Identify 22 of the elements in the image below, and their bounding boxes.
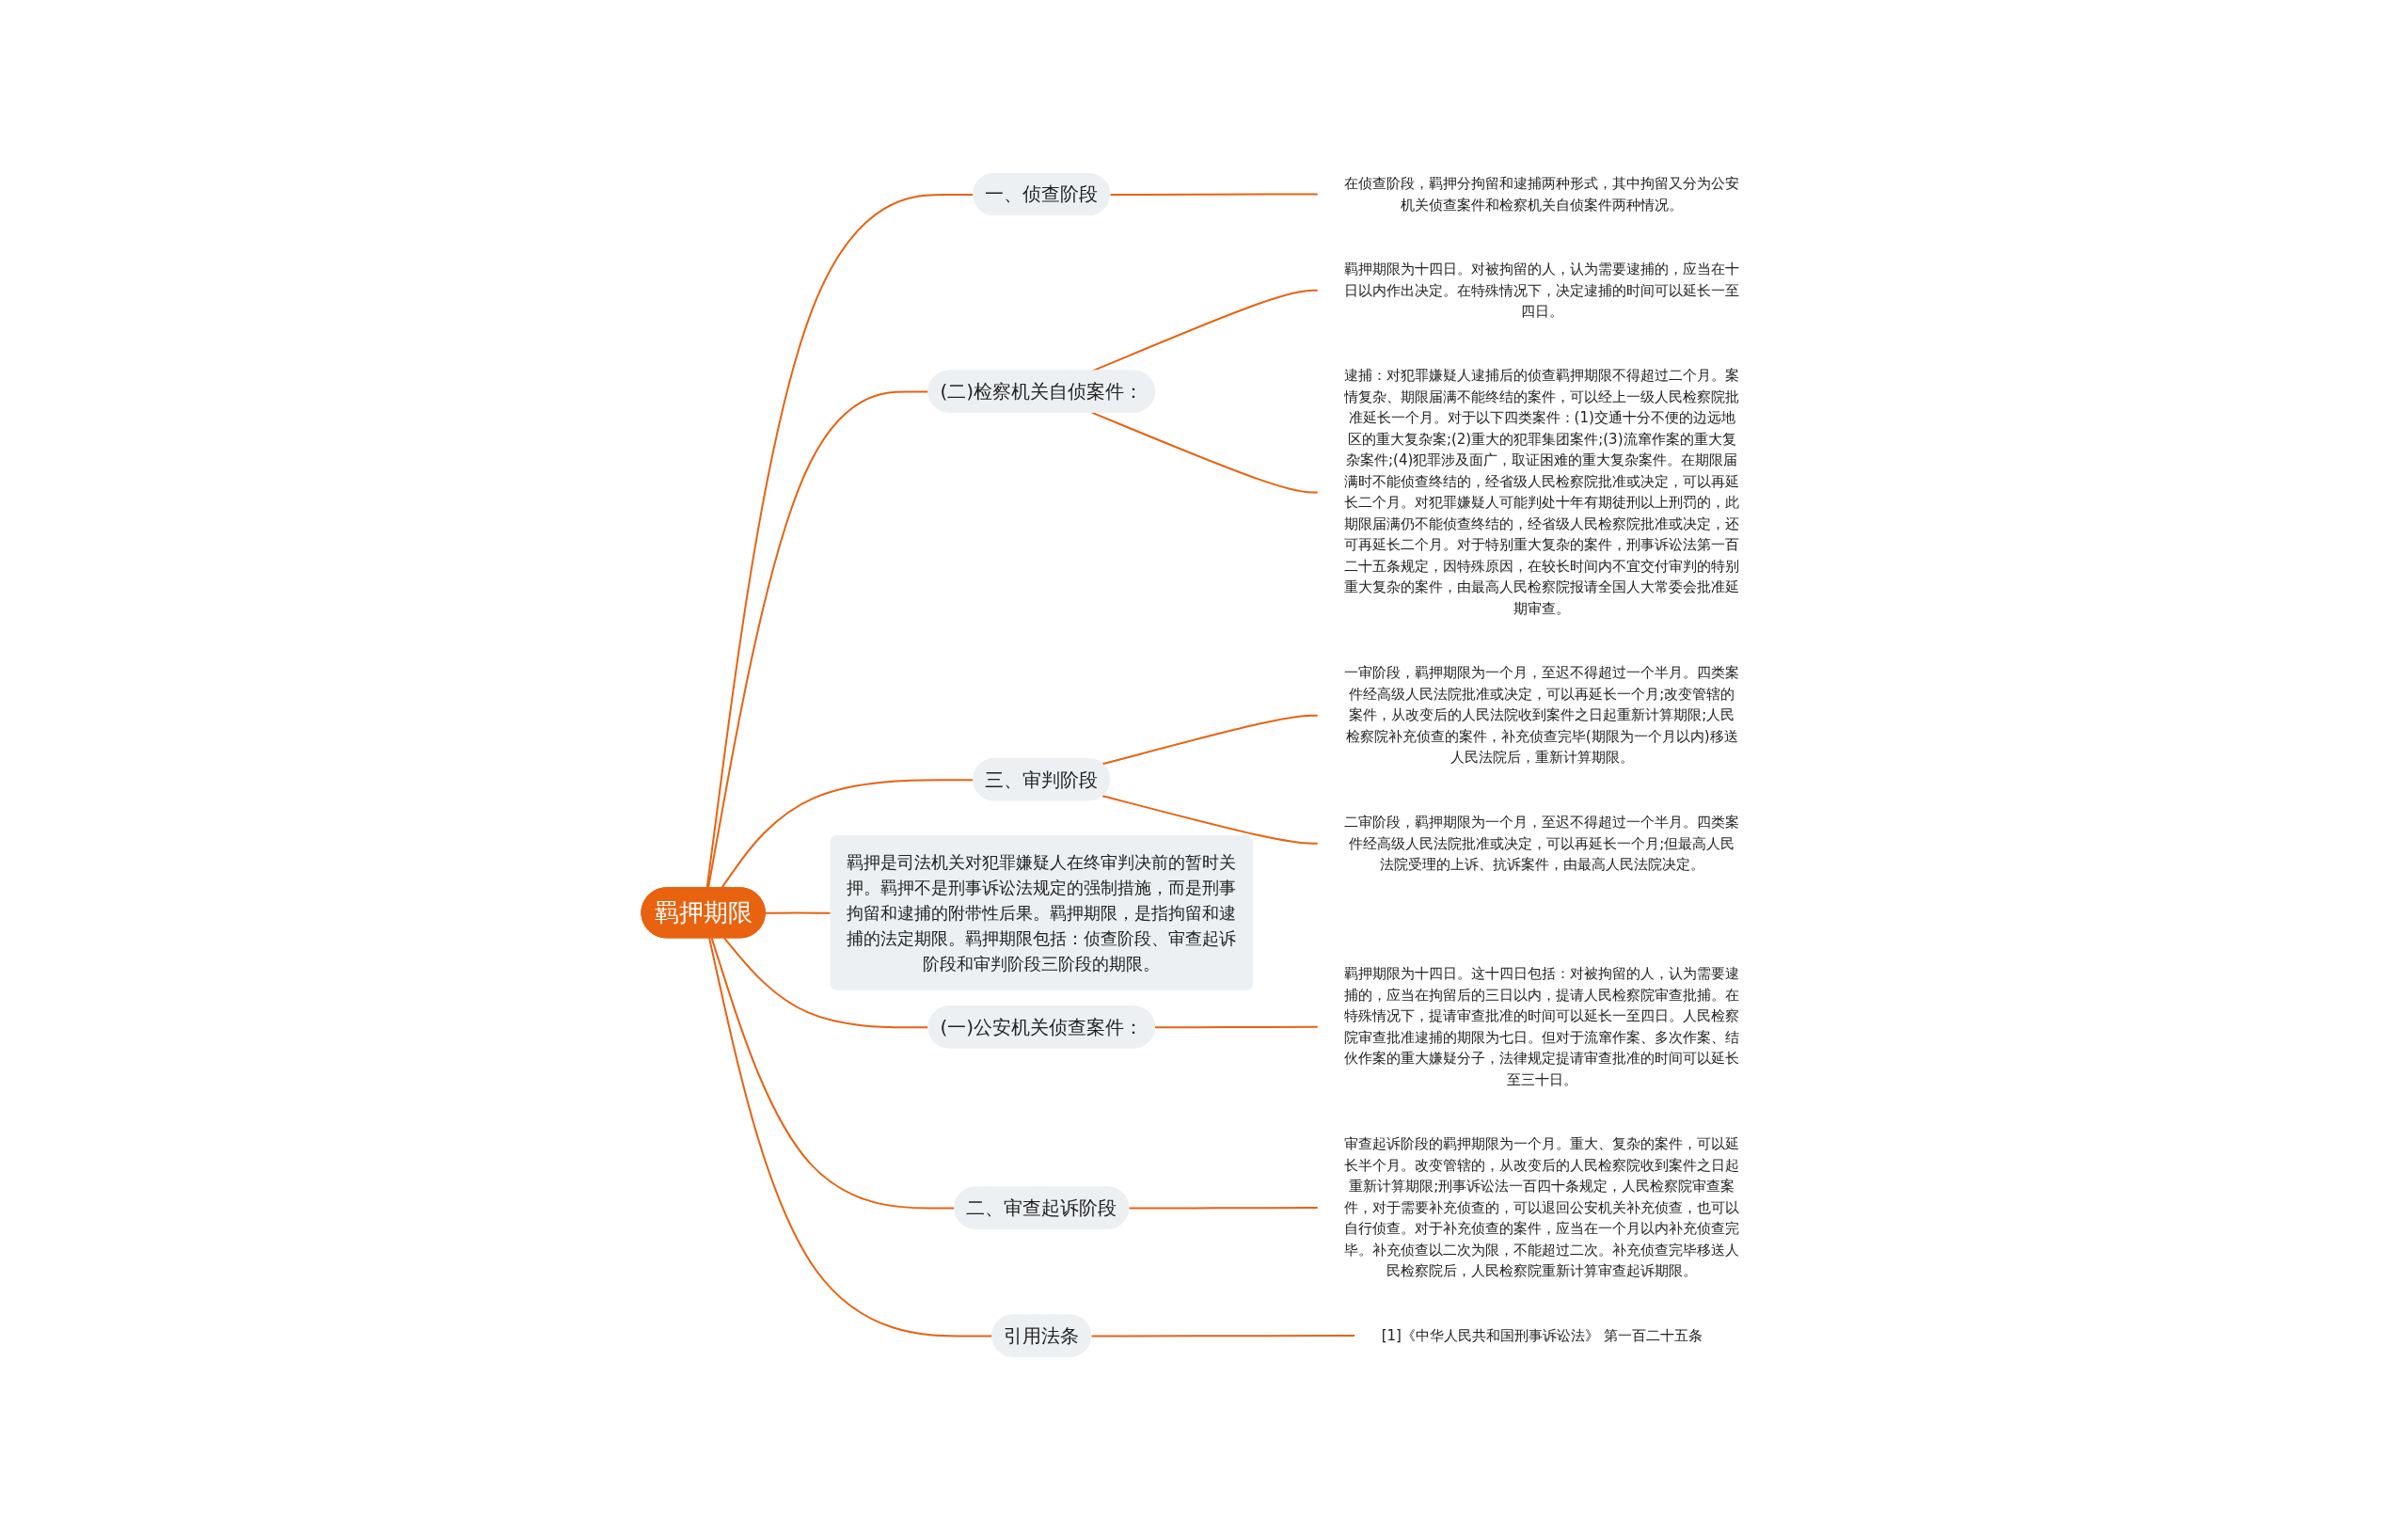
connector [1128,1207,1320,1210]
connector [711,937,957,1210]
connector [1101,715,1320,766]
node-text: [1]《中华人民共和国刑事诉讼法》 第一百二十五条 [1382,1327,1703,1345]
node-text: 一审阶段，羁押期限为一个月，至迟不得超过一个半月。四类案件经高级人民法院批准或决定，可以再延长一个月;改变管辖的案件，从改变后的人民法院收到案件之日起重新计算期限;人民检察院补充侦查的案件，补充侦查完毕(期限为一个月以内)移送人民法院后，重新计算期限。 [1344,664,1740,767]
connector [706,194,975,890]
connector [1091,290,1320,372]
connector [1091,411,1320,494]
connector [1109,193,1320,197]
connector [721,779,975,890]
connector [1090,1335,1357,1338]
node-text: 二审阶段，羁押期限为一个月，至迟不得超过一个半月。四类案件经高级人民法院批准或决定，可以再延长一个月;但最高人民法院受理的上诉、抗诉案件，由最高人民法院决定。 [1344,814,1740,874]
connector [1154,1026,1320,1029]
connector [1101,795,1320,846]
node-text: 羁押期限为十四日。这十四日包括：对被拘留的人，认为需要逮捕的，应当在拘留后的三日以内，提请人民检察院审查批捕。在特殊情况下，提请审查批准的时间可以延长一至四日。人民检察院审查批准逮捕的期限为七日。但对于流窜作案、多次作案、结伙作案的重大嫌疑分子，法律规定提请审查批准的时间可以延长至三十日。 [1344,965,1740,1089]
node-text: 逮捕：对犯罪嫌疑人逮捕后的侦查羁押期限不得超过二个月。案情复杂、期限届满不能终结的案件，可以经上一级人民检察院批准延长一个月。对于以下四类案件：(1)交通十分不便的边远地区的重大复杂案;(2)重大的犯罪集团案件;(3)流窜作案的重大复杂案件;(4)犯罪涉及面广，取证困难的重大复杂案件。在期限届满时不能侦查终结的，经省级人民检察院批准或决定，可以再延长二个月。对犯罪嫌疑人可能判处十年有期徒刑以上刑罚的，此期限届满仍不能侦查终结的，经省级人民检察院批准或决定，还可再延长二个月。对于特别重大复杂的案件，刑事诉讼法第一百二十五条规定，因特殊原因，在较长时间内不宜交付审判的特别重大复杂的案件，由最高人民检察院报请全国人大常委会批准延期审查。 [1344,367,1740,618]
node-text: 在侦查阶段，羁押分拘留和逮捕两种形式，其中拘留又分为公安机关侦查案件和检察机关自侦案件两种情况。 [1344,175,1740,214]
node-text: 羁押期限为十四日。对被拘留的人，认为需要逮捕的，应当在十日以内作出决定。在特殊情况下，决定逮捕的时间可以延长一至四日。 [1344,261,1740,321]
connector [723,937,930,1029]
connector [708,937,994,1338]
connector [707,390,930,890]
node-text: 审查起诉阶段的羁押期限为一个月。重大、复杂的案件，可以延长半个月。改变管辖的，从改变后的人民检察院收到案件之日起重新计算期限;刑事诉讼法一百四十条规定，人民检察院审查案件，对于需要补充侦查的，可以退回公安机关补充侦查，也可以自行侦查。对于补充侦查的案件，应当在一个月以内补充侦查完毕。补充侦查以二次为限，不能超过二次。补充侦查完毕移送人民检察院后，人民检察院重新计算审查起诉期限。 [1344,1135,1740,1280]
